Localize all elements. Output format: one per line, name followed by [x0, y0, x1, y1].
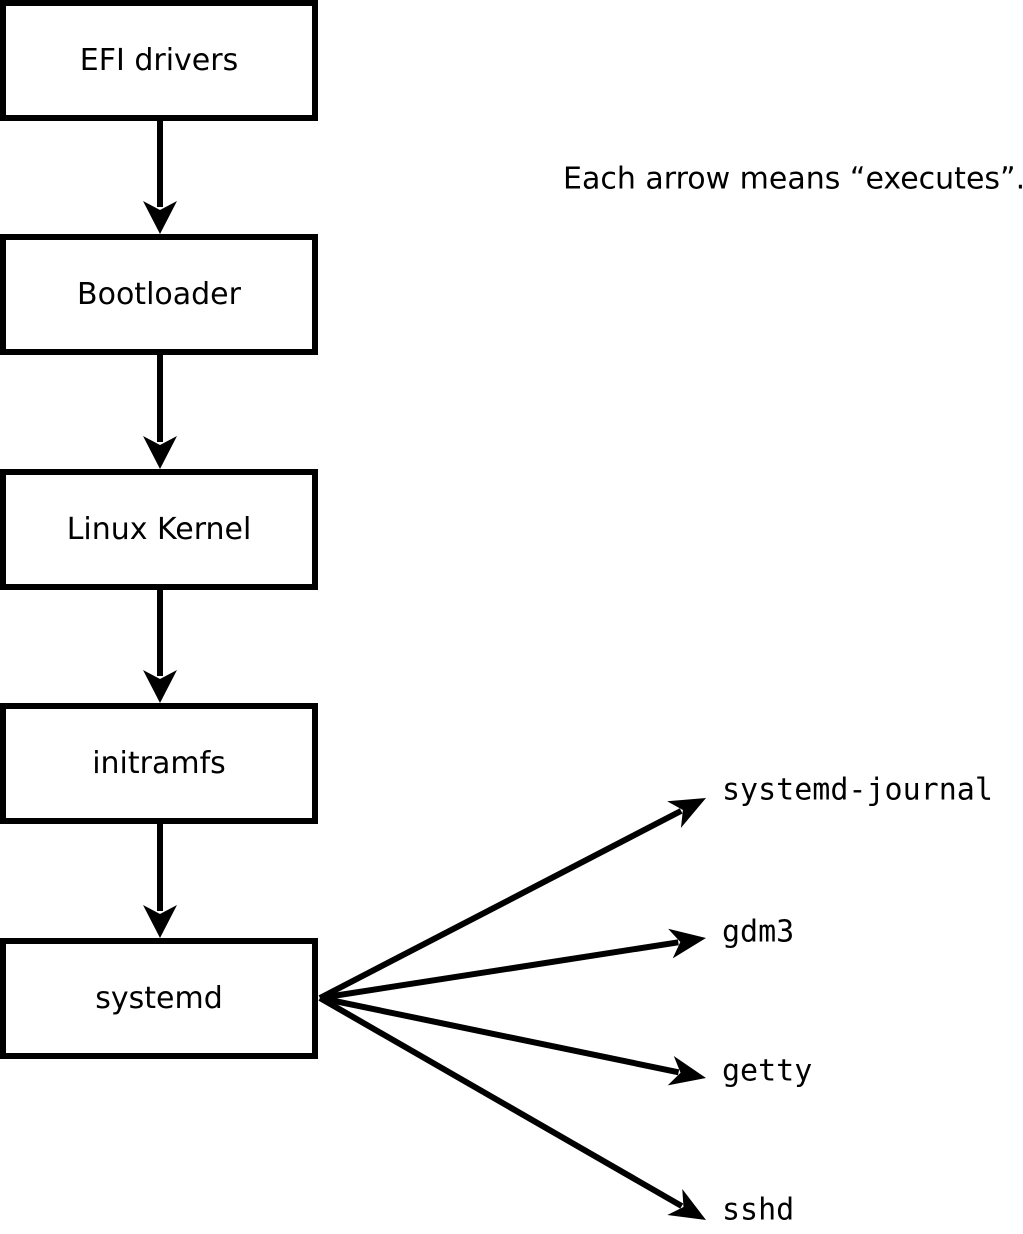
process-box-label: initramfs — [92, 746, 226, 781]
service-label-systemd-journal[interactable]: systemd-journal — [722, 773, 993, 808]
arrowhead-icon — [667, 1189, 706, 1220]
arrow-systemd-to-systemd-journal — [318, 798, 706, 1001]
service-label-sshd[interactable]: sshd — [722, 1193, 794, 1228]
process-box-linux-kernel[interactable]: Linux Kernel — [0, 469, 318, 590]
arrow-shaft — [318, 995, 684, 1209]
process-box-label: Linux Kernel — [67, 512, 252, 547]
arrow-shaft — [319, 995, 680, 1076]
arrowhead-icon — [667, 1056, 706, 1086]
process-box-initramfs[interactable]: initramfs — [0, 703, 318, 824]
arrow-shaft — [319, 939, 679, 1001]
arrowhead-icon — [668, 928, 706, 959]
service-label-getty[interactable]: getty — [722, 1054, 812, 1089]
boot-chain-arrow-group — [143, 118, 177, 938]
legend-caption: Each arrow means “executes”. — [563, 162, 1023, 197]
arrow-bootloader-to-kernel — [143, 353, 177, 469]
process-box-outline — [0, 469, 318, 590]
process-box-outline — [0, 938, 318, 1059]
process-box-outline — [0, 703, 318, 824]
arrow-initramfs-to-systemd — [143, 822, 177, 938]
process-box-efi-drivers[interactable]: EFI drivers — [0, 0, 318, 121]
arrowhead-icon — [143, 201, 177, 234]
process-box-bootloader[interactable]: Bootloader — [0, 234, 318, 355]
service-label-group: systemd-journal gdm3 getty sshd — [722, 773, 993, 1228]
arrow-systemd-to-gdm3 — [319, 928, 706, 1001]
process-box-label: EFI drivers — [80, 43, 238, 78]
arrowhead-icon — [143, 905, 177, 938]
arrow-systemd-to-sshd — [318, 995, 706, 1220]
process-box-outline — [0, 0, 318, 121]
process-box-systemd[interactable]: systemd — [0, 938, 318, 1059]
service-label-gdm3[interactable]: gdm3 — [722, 915, 794, 950]
arrow-kernel-to-initramfs — [143, 588, 177, 703]
process-box-label: systemd — [95, 981, 223, 1016]
arrowhead-icon — [667, 798, 706, 828]
arrow-efi-to-bootloader — [143, 118, 177, 234]
service-arrow-group — [318, 798, 706, 1220]
process-box-label: Bootloader — [77, 277, 242, 312]
arrow-shaft — [318, 808, 683, 1001]
arrowhead-icon — [143, 436, 177, 469]
process-box-outline — [0, 234, 318, 355]
arrowhead-icon — [143, 670, 177, 703]
arrow-systemd-to-getty — [319, 995, 706, 1086]
